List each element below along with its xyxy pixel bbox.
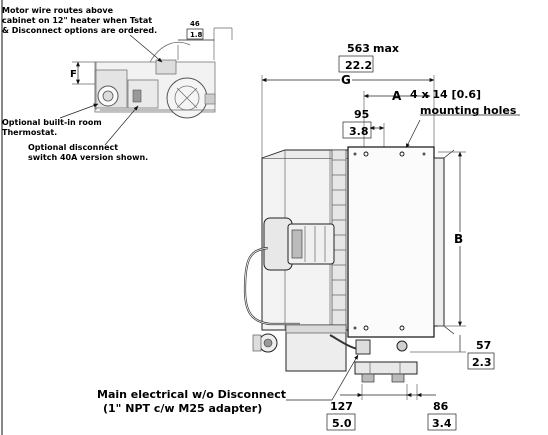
note-thermostat-2: Thermostat. bbox=[2, 128, 57, 137]
mounting-holes-label-1: 4 x 14 [0.6] bbox=[410, 88, 481, 101]
note-motor-wire-3: & Disconnect options are ordered. bbox=[2, 26, 157, 35]
dim-G-label: G bbox=[341, 73, 351, 87]
dim-2-3-box bbox=[467, 352, 495, 370]
dim-57-label: 57 bbox=[476, 339, 491, 352]
dim-5-0-box bbox=[326, 413, 356, 431]
heater-body bbox=[243, 146, 455, 383]
dim-563-label: 563 bbox=[347, 42, 370, 55]
dim-95-label: 95 bbox=[354, 108, 369, 121]
note-motor-wire-1: Motor wire routes above bbox=[2, 6, 114, 15]
note-main-electrical-1: Main electrical w/o Disconnect bbox=[97, 388, 286, 401]
dim-1-8-label: 1.8 bbox=[190, 31, 203, 39]
dim-22-2-box bbox=[338, 55, 374, 73]
note-main-electrical-2: (1" NPT c/w M25 adapter) bbox=[103, 402, 262, 415]
dim-F-label: F bbox=[70, 69, 77, 80]
dim-127-label: 127 bbox=[330, 400, 353, 413]
dim-3-4-label: 3.4 bbox=[432, 417, 452, 430]
dim-3-4-box bbox=[427, 413, 457, 431]
dim-1-8-box bbox=[186, 28, 204, 40]
note-thermostat-1: Optional built-in room bbox=[2, 118, 102, 127]
note-disconnect-2: switch 40A version shown. bbox=[28, 153, 148, 162]
dim-3-8-label: 3.8 bbox=[349, 125, 369, 138]
note-disconnect-1: Optional disconnect bbox=[28, 143, 118, 152]
note-motor-wire-2: cabinet on 12" heater when Tstat bbox=[2, 16, 152, 25]
dim-max-label: max bbox=[373, 42, 399, 55]
dim-46-label: 46 bbox=[190, 20, 200, 28]
dim-B-label: B bbox=[454, 232, 463, 246]
mounting-holes-label-2: mounting holes bbox=[420, 104, 517, 117]
dim-22-2-label: 22.2 bbox=[345, 59, 372, 72]
dim-5-0-label: 5.0 bbox=[332, 417, 352, 430]
dim-3-8-box bbox=[342, 121, 372, 139]
dim-86-label: 86 bbox=[433, 400, 449, 413]
dim-2-3-label: 2.3 bbox=[472, 356, 492, 369]
inset-sketch bbox=[94, 41, 216, 119]
dim-A-label: A bbox=[392, 89, 402, 103]
